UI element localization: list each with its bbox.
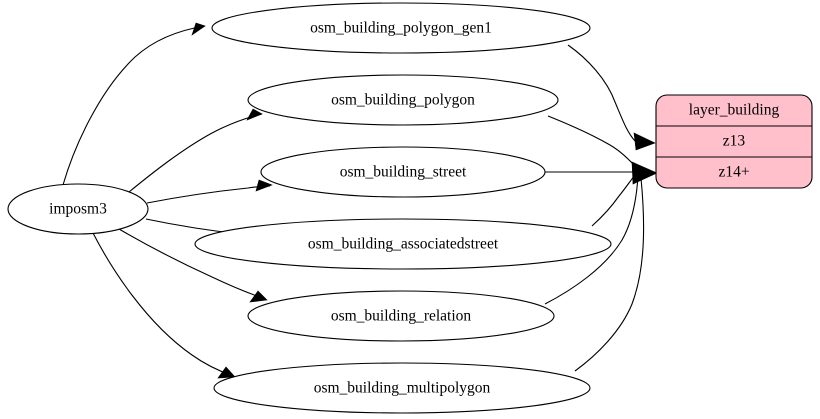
node-layer-building[interactable]: layer_building z13 z14+: [655, 94, 813, 189]
node-osm-building-relation[interactable]: osm_building_relation: [247, 290, 555, 342]
node-shape[interactable]: [7, 183, 149, 235]
edge-path: [574, 177, 645, 372]
node-label: imposm3: [49, 201, 107, 218]
record-row-layer-title: layer_building: [689, 102, 780, 119]
node-shape[interactable]: [194, 218, 612, 270]
edge-relation-to-z14plus: [544, 175, 639, 305]
node-osm-building-multipolygon[interactable]: osm_building_multipolygon: [213, 362, 591, 414]
edge-path: [567, 44, 636, 142]
edge-imposm3-to-osm-building-multipolygon: [92, 232, 236, 379]
record-row-zoom-z13: z13: [723, 133, 746, 150]
node-shape[interactable]: [260, 146, 546, 198]
node-osm-building-polygon-gen1[interactable]: osm_building_polygon_gen1: [211, 2, 591, 54]
node-imposm3[interactable]: imposm3: [7, 183, 149, 235]
node-shape[interactable]: [211, 2, 591, 54]
arrowhead-icon: [633, 132, 656, 151]
edge-associatedstreet-to-z14plus: [591, 172, 638, 227]
arrowhead-icon: [246, 108, 263, 121]
edge-polygon-to-z14plus: [547, 115, 638, 169]
node-label: osm_building_multipolygon: [314, 380, 491, 397]
edge-imposm3-to-osm-building-polygon-gen1: [62, 22, 206, 186]
node-label: osm_building_relation: [331, 308, 472, 325]
edge-path: [547, 115, 638, 169]
arrowhead-icon: [631, 161, 658, 185]
edge-path: [146, 185, 271, 204]
edge-path: [544, 175, 639, 305]
edge-path: [591, 172, 638, 227]
arrowhead-icon: [217, 366, 236, 379]
arrowhead-icon: [255, 179, 273, 192]
node-osm-building-associatedstreet[interactable]: osm_building_associatedstreet: [194, 218, 612, 270]
edge-imposm3-to-osm-building-relation: [118, 228, 268, 303]
edge-imposm3-to-osm-building-polygon: [128, 108, 263, 193]
node-osm-building-street[interactable]: osm_building_street: [260, 146, 546, 198]
edge-path: [92, 232, 234, 377]
edge-path: [118, 228, 266, 300]
edge-path: [128, 113, 263, 193]
edge-multipolygon-to-z14plus: [574, 177, 645, 372]
arrowhead-icon: [191, 22, 206, 36]
edge-polygon-gen1-to-z13: [567, 44, 656, 151]
edge-imposm3-to-osm-building-street: [146, 179, 273, 204]
node-label: osm_building_polygon: [331, 92, 475, 109]
node-label: osm_building_street: [340, 164, 467, 181]
arrowhead-icon: [249, 290, 268, 303]
node-shape[interactable]: [247, 290, 555, 342]
node-shape[interactable]: [247, 74, 559, 126]
node-label: osm_building_associatedstreet: [308, 236, 499, 253]
record-row-zoom-z14plus: z14+: [718, 164, 749, 181]
node-shape[interactable]: [213, 362, 591, 414]
node-label: osm_building_polygon_gen1: [310, 20, 492, 37]
edge-path: [62, 25, 206, 186]
edge-group-tables-to-layer: [544, 44, 658, 372]
record-shape[interactable]: [655, 94, 813, 189]
node-osm-building-polygon[interactable]: osm_building_polygon: [247, 74, 559, 126]
